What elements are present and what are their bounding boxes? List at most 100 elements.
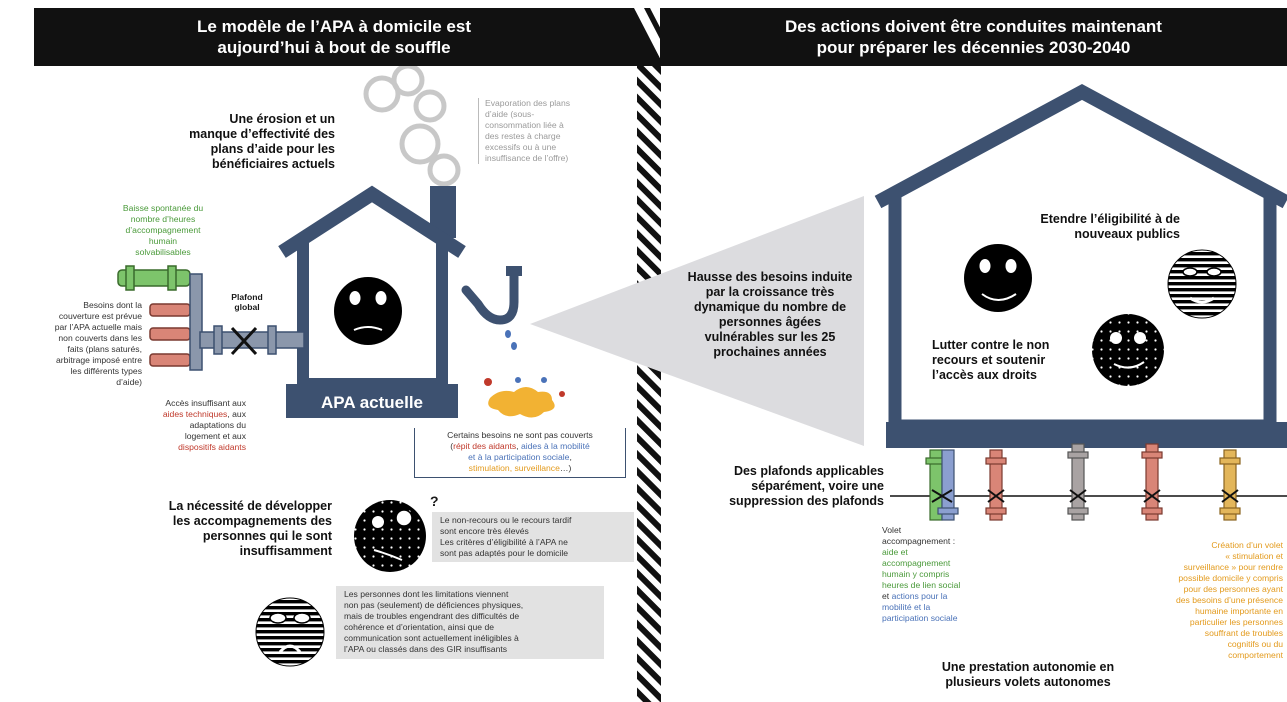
etendre-line: Etendre l’éligibilité à de — [1040, 212, 1180, 226]
note-line: les différents types — [70, 366, 143, 376]
erosion-title: Une érosion et un manque d’effectivité d… — [150, 112, 335, 172]
question-mark: ? — [430, 493, 439, 509]
box-stimulation: stimulation, surveillance — [468, 463, 560, 473]
creation-line: souffrant de troubles — [1204, 628, 1283, 638]
box-line: Les critères d’éligibilité à l’APA ne — [440, 537, 568, 547]
house-label: APA actuelle — [320, 393, 424, 412]
erosion-line: bénéficiaires actuels — [212, 157, 335, 171]
prestation-line: Une prestation autonomie en — [941, 660, 1115, 674]
acces-line: logement et aux — [134, 431, 246, 442]
box-text: Certains besoins ne sont pas couverts — [447, 430, 593, 440]
leaking-pipe-icon — [461, 267, 519, 325]
box-line: Certains besoins ne sont pas couverts — [415, 430, 625, 441]
pipe-manifold — [117, 265, 305, 371]
volet-line: aide et — [882, 547, 908, 557]
note-line: solvabilisables — [135, 247, 191, 257]
acces-line: Accès insuffisant aux — [134, 398, 246, 409]
box-line: l’APA ou classés dans des GIR insuffisan… — [344, 644, 508, 654]
prestation-title: Une prestation autonomie en plusieurs vo… — [918, 660, 1138, 690]
right-banner: Des actions doivent être conduites maint… — [660, 8, 1287, 66]
lutter-title: Lutter contre le non recours et soutenir… — [932, 338, 1082, 383]
box-line: et à la participation sociale, — [415, 452, 625, 463]
acces-line: dispositifs aidants — [134, 442, 246, 453]
note-line: consommation liée à — [485, 120, 564, 130]
dotted-smiley-icon — [1092, 314, 1164, 386]
left-illustration — [117, 66, 565, 667]
besoins-box: Certains besoins ne sont pas couverts (r… — [414, 428, 626, 478]
box-text: , — [569, 452, 572, 462]
left-banner-line1: Le modèle de l’APA à domicile est — [197, 17, 471, 36]
pipe-green-blue — [925, 449, 959, 521]
evaporation-note: Evaporation des plans d’aide (sous- cons… — [478, 98, 615, 164]
creation-line: surveillance » pour rendre — [1183, 562, 1283, 572]
necessite-line: personnes qui le sont — [202, 529, 332, 543]
limitations-box: Les personnes dont les limitations vienn… — [336, 586, 604, 659]
lutter-line: recours et soutenir — [932, 353, 1046, 367]
note-line: excessifs ou à une — [485, 142, 557, 152]
erosion-line: manque d’effectivité des — [189, 127, 335, 141]
creation-line: humaine importante en — [1195, 606, 1283, 616]
box-line: Le non-recours ou le recours tardif — [440, 515, 572, 525]
box-line: sont pas adaptés pour le domicile — [440, 548, 569, 558]
creation-note: Création d’un volet « stimulation et sur… — [1140, 540, 1283, 661]
right-banner-line2: pour préparer les décennies 2030-2040 — [816, 38, 1131, 57]
box-text: , — [516, 441, 521, 451]
volet-line: mobilité et la — [882, 602, 931, 612]
box-line: non pas (seulement) de déficiences physi… — [344, 600, 524, 610]
smoke-icon — [363, 66, 461, 187]
baisse-note: Baisse spontanée du nombre d’heures d’ac… — [108, 203, 218, 258]
left-banner-line2: aujourd’hui à bout de souffle — [217, 38, 451, 57]
hausse-line: dynamique du nombre de — [693, 300, 847, 314]
box-mobilite: aides à la mobilité — [520, 441, 590, 451]
pipe-grey — [1067, 443, 1089, 521]
box-repit: répit des aidants — [453, 441, 517, 451]
box-participation: et à la participation sociale — [468, 452, 570, 462]
acces-text: adaptations du — [189, 420, 246, 430]
box-line: stimulation, surveillance…) — [415, 463, 625, 474]
necessite-line: les accompagnements des — [172, 514, 332, 528]
sad-face-icon — [334, 277, 402, 345]
creation-line: Création d’un volet — [1211, 540, 1283, 550]
hausse-line: par la croissance très — [705, 285, 835, 299]
dotted-face-icon — [354, 500, 426, 572]
pipe-red-1 — [985, 449, 1007, 521]
striped-face-icon — [255, 597, 325, 667]
etendre-line: nouveaux publics — [1074, 227, 1180, 241]
besoins-note: Besoins dont la couverture est prévue pa… — [22, 300, 142, 388]
plafonds-line: séparément, voire une — [751, 479, 884, 493]
puddle-icon — [484, 377, 565, 418]
note-line: humain — [148, 236, 178, 246]
note-line: insuffisance de l’offre) — [485, 153, 569, 163]
lutter-line: l’accès aux droits — [932, 368, 1037, 382]
plafond-line: global — [234, 302, 260, 312]
creation-line: comportement — [1228, 650, 1283, 660]
note-line: par l’APA actuelle mais — [54, 322, 142, 332]
plafond-label: Plafond global — [224, 292, 270, 312]
note-line: non couverts dans les — [58, 333, 142, 343]
plafonds-line: Des plafonds applicables — [733, 464, 884, 478]
note-line: arbitrage imposé entre — [56, 355, 142, 365]
acces-text: logement — [184, 431, 221, 441]
note-line: Baisse spontanée du — [122, 203, 204, 213]
volet-line: et actions pour la — [882, 591, 1002, 602]
necessite-line: La nécessité de développer — [168, 499, 332, 513]
volet-line: heures de lien social — [882, 580, 961, 590]
creation-line: particulier les personnes — [1189, 617, 1283, 627]
right-banner-line1: Des actions doivent être conduites maint… — [785, 17, 1162, 36]
future-house — [874, 84, 1287, 448]
creation-line: « stimulation et — [1225, 551, 1283, 561]
left-banner: Le modèle de l’APA à domicile est aujour… — [34, 8, 634, 66]
note-line: d’accompagnement — [125, 225, 201, 235]
non-recours-box: Le non-recours ou le recours tardif sont… — [432, 512, 634, 562]
box-line: communication sont actuellement inéligib… — [344, 633, 519, 643]
volet-line: participation sociale — [882, 613, 958, 623]
right-illustration — [530, 84, 1287, 521]
pipe-yellow — [1219, 449, 1241, 521]
note-line: nombre d’heures — [130, 214, 196, 224]
necessite-title: La nécessité de développer les accompagn… — [110, 499, 332, 559]
striped-smiley-icon — [1167, 249, 1237, 319]
apa-house — [278, 185, 466, 418]
acces-note: Accès insuffisant aux aides techniques, … — [134, 398, 246, 453]
creation-line: cognitifs ou du — [1227, 639, 1283, 649]
hausse-line: vulnérables sur les 25 — [704, 330, 836, 344]
